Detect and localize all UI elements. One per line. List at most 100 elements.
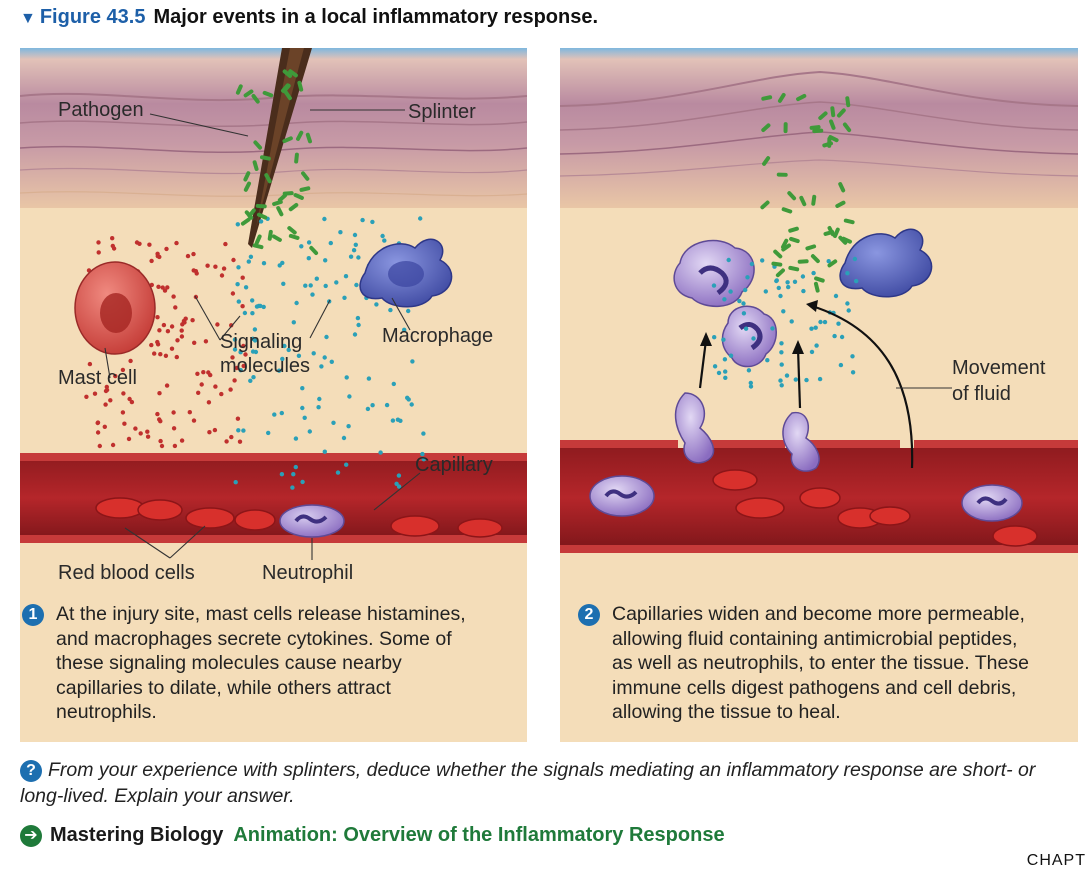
signaling-molecule bbox=[215, 322, 220, 327]
signaling-molecule bbox=[388, 307, 393, 313]
signaling-molecule bbox=[348, 254, 354, 259]
label-neutrophil: Neutrophil bbox=[262, 562, 354, 584]
signaling-molecule bbox=[818, 319, 823, 325]
signaling-molecule bbox=[219, 273, 225, 278]
signaling-molecule bbox=[169, 346, 175, 351]
signaling-molecule bbox=[370, 219, 375, 225]
signaling-molecule bbox=[191, 268, 196, 273]
bacterium bbox=[243, 171, 251, 182]
bacterium bbox=[838, 182, 846, 193]
signaling-molecule bbox=[258, 303, 263, 309]
signaling-molecule bbox=[785, 280, 790, 285]
signaling-molecule bbox=[238, 368, 243, 373]
signaling-molecule bbox=[316, 405, 321, 410]
bacterium bbox=[264, 173, 272, 184]
bacterium bbox=[833, 227, 840, 239]
signaling-molecule bbox=[418, 216, 423, 221]
signaling-molecule bbox=[171, 410, 176, 415]
panel-capillary-response: Movement of fluid 2 Capillaries widen an… bbox=[560, 48, 1078, 742]
signaling-molecule bbox=[355, 315, 361, 321]
bacterium bbox=[288, 233, 300, 240]
signaling-molecule bbox=[199, 382, 204, 387]
signaling-molecule bbox=[378, 450, 383, 455]
signaling-molecule bbox=[165, 285, 170, 290]
bacterium bbox=[796, 93, 807, 102]
signaling-molecule bbox=[243, 352, 248, 357]
signaling-molecule bbox=[850, 354, 855, 359]
bacterium bbox=[255, 203, 267, 209]
bacterium bbox=[812, 128, 824, 134]
bacterium bbox=[277, 193, 288, 203]
step1-line: At the injury site, mast cells release h… bbox=[56, 603, 466, 625]
signaling-molecule bbox=[745, 275, 750, 280]
signaling-molecule bbox=[240, 275, 245, 280]
signaling-molecule bbox=[343, 274, 349, 279]
step-number-badge: 2 bbox=[578, 604, 600, 626]
signaling-molecule bbox=[319, 364, 324, 369]
figure-caption: Major events in a local inflammatory res… bbox=[153, 6, 599, 28]
bacterium bbox=[805, 244, 817, 251]
signaling-molecule bbox=[236, 299, 241, 304]
signaling-molecule bbox=[127, 396, 132, 402]
signaling-molecule bbox=[778, 378, 783, 383]
signaling-molecule bbox=[779, 350, 784, 355]
signaling-molecule bbox=[737, 298, 742, 304]
signaling-molecule bbox=[203, 339, 209, 344]
signaling-molecule bbox=[328, 240, 333, 246]
signaling-molecule bbox=[160, 285, 165, 290]
signaling-molecule bbox=[770, 326, 775, 331]
signaling-molecule bbox=[748, 380, 753, 386]
signaling-molecule bbox=[121, 391, 126, 396]
animation-link[interactable]: Animation: Overview of the Inflammatory … bbox=[233, 824, 725, 846]
signaling-molecule bbox=[344, 375, 349, 380]
signaling-molecule bbox=[728, 353, 734, 358]
signaling-molecule bbox=[291, 320, 296, 325]
signaling-molecule bbox=[726, 257, 731, 263]
signaling-molecule bbox=[322, 355, 327, 360]
signaling-molecule bbox=[241, 428, 246, 433]
bacterium bbox=[823, 230, 835, 236]
signaling-molecule bbox=[138, 431, 143, 436]
step1-line: and macrophages secrete cytokines. Some … bbox=[56, 627, 452, 650]
signaling-molecule bbox=[232, 347, 238, 352]
signaling-molecule bbox=[748, 384, 754, 389]
signaling-molecule bbox=[380, 233, 385, 239]
signaling-molecule bbox=[95, 420, 100, 426]
signaling-molecule bbox=[161, 322, 167, 328]
signaling-molecule bbox=[102, 424, 108, 429]
signaling-molecule bbox=[230, 291, 236, 296]
signaling-molecule bbox=[159, 443, 165, 449]
signaling-molecule bbox=[195, 371, 200, 376]
signaling-molecule bbox=[250, 311, 255, 316]
bacterium bbox=[799, 195, 807, 207]
signaling-molecule bbox=[826, 259, 831, 264]
signaling-molecule bbox=[813, 325, 818, 330]
signaling-molecule bbox=[212, 427, 218, 433]
signaling-molecule bbox=[187, 410, 192, 415]
signaling-molecule bbox=[233, 480, 238, 485]
signaling-molecule bbox=[120, 367, 126, 373]
red-blood-cells bbox=[712, 469, 1038, 547]
signaling-molecule bbox=[240, 304, 245, 309]
label-pathogen: Pathogen bbox=[58, 99, 144, 121]
bacterium bbox=[761, 123, 771, 133]
signaling-molecule bbox=[129, 399, 135, 405]
bacterium bbox=[283, 90, 292, 101]
signaling-molecule bbox=[302, 415, 307, 420]
signaling-molecule bbox=[191, 251, 196, 257]
signaling-molecule bbox=[322, 449, 327, 454]
blue-signaling-dots bbox=[232, 216, 431, 490]
step1-line: neutrophils. bbox=[56, 701, 157, 723]
signaling-molecule bbox=[779, 341, 784, 346]
bacterium bbox=[822, 141, 834, 148]
signaling-molecule bbox=[110, 243, 116, 249]
signaling-molecule bbox=[409, 402, 414, 407]
signaling-molecule bbox=[206, 370, 211, 375]
signaling-molecule bbox=[776, 285, 781, 291]
signaling-molecule bbox=[251, 375, 256, 380]
signaling-molecule bbox=[272, 412, 277, 417]
signaling-molecule bbox=[261, 304, 266, 310]
signaling-molecule bbox=[133, 426, 138, 431]
